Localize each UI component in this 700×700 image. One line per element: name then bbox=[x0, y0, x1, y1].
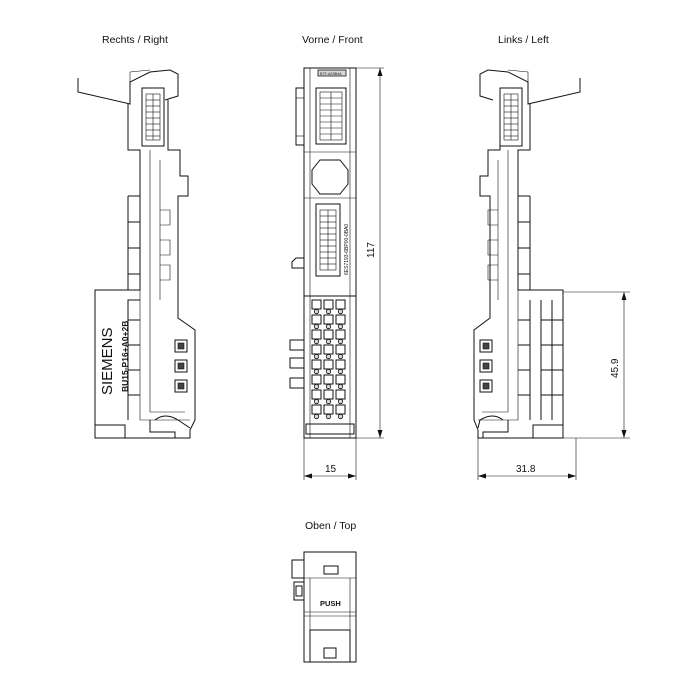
view-label-right: Rechts / Right bbox=[102, 34, 168, 46]
type-code-marking: BU15-P16+A0+2B bbox=[120, 321, 130, 392]
view-label-front: Vorne / Front bbox=[302, 34, 363, 46]
dimension-front-width: 15 bbox=[303, 438, 357, 480]
order-number-marking: 6ES7193-6BP00-0BA0 bbox=[344, 224, 350, 275]
right-view: SIEMENS BU15-P16+A0+2B bbox=[77, 69, 196, 439]
dimension-front-width-value: 15 bbox=[325, 464, 337, 475]
front-terminal-grid bbox=[311, 299, 346, 420]
left-view: 45.9 31.8 bbox=[473, 69, 630, 480]
left-top-latch bbox=[479, 69, 581, 105]
dimension-terminal-height-value: 45.9 bbox=[610, 358, 621, 378]
dimension-height-value: 117 bbox=[366, 242, 377, 258]
right-top-latch bbox=[77, 69, 179, 105]
top-view: PUSH bbox=[291, 551, 357, 663]
front-coding-window bbox=[311, 159, 349, 195]
dimension-side-depth-value: 31.8 bbox=[516, 464, 536, 475]
dimension-side-depth: 31.8 bbox=[477, 438, 577, 480]
push-marking: PUSH bbox=[320, 599, 341, 608]
front-view: BTF-AS9B4A 6ES7193-6BP00-0BA0 bbox=[289, 67, 384, 480]
brand-marking: SIEMENS bbox=[99, 327, 116, 395]
dimension-height: 117 bbox=[356, 67, 384, 439]
view-label-top: Oben / Top bbox=[305, 520, 357, 532]
front-body-outline bbox=[303, 67, 357, 439]
top-marking: BTF-AS9B4A bbox=[320, 72, 342, 76]
top-terminal-opening bbox=[323, 647, 337, 659]
view-label-left: Links / Left bbox=[498, 34, 549, 46]
dimension-terminal-height: 45.9 bbox=[563, 291, 630, 439]
top-locking-slot bbox=[323, 565, 339, 575]
front-side-push-tabs bbox=[289, 339, 305, 389]
